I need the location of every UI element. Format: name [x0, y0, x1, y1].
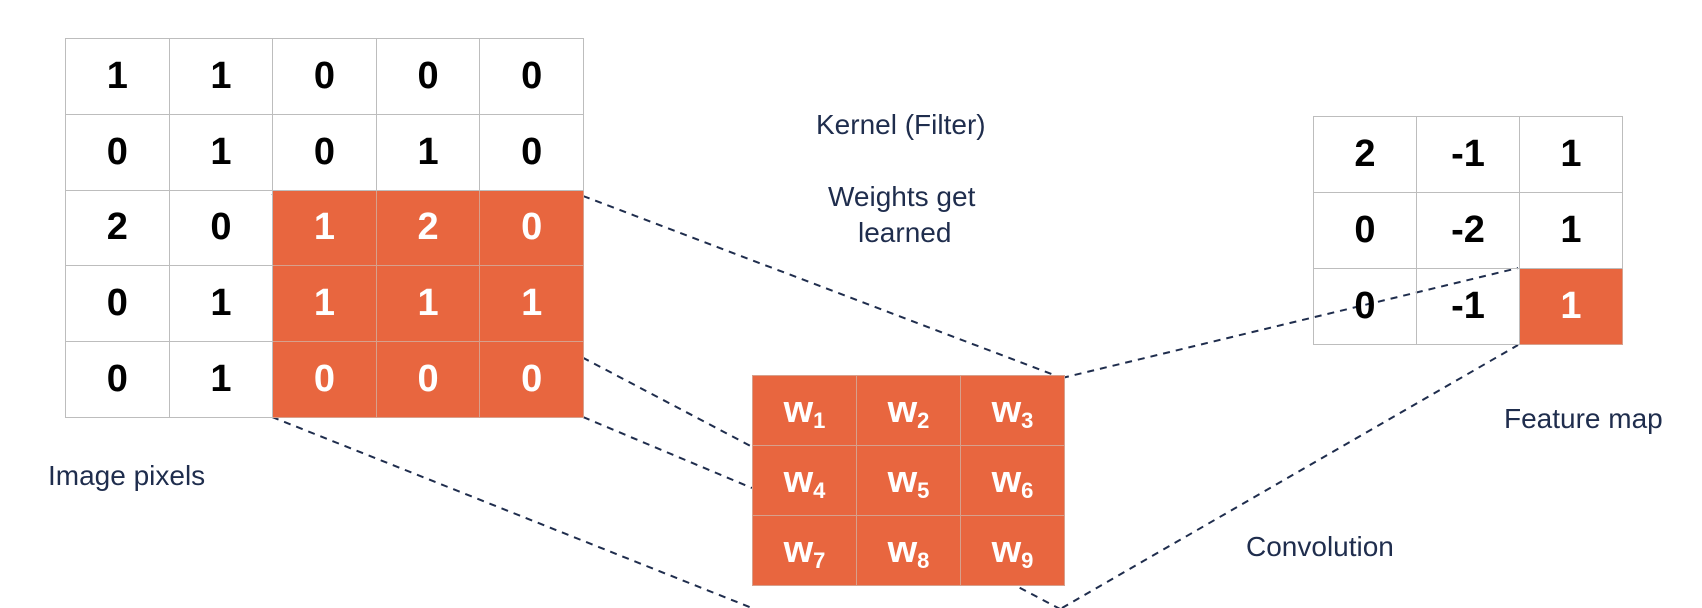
feature-map-label: Feature map — [1504, 403, 1663, 434]
feature-map-cell: 1 — [1519, 192, 1623, 269]
kernel-weight-cell: w2 — [856, 375, 961, 446]
image-pixel-cell: 0 — [65, 113, 170, 191]
kernel-title: Kernel (Filter) — [816, 109, 986, 140]
image-pixel-cell: 0 — [375, 341, 481, 418]
weight-symbol: w — [783, 529, 814, 571]
weight-index: 1 — [813, 408, 826, 433]
image-pixel-cell: 1 — [168, 38, 274, 115]
image-pixel-cell: 0 — [375, 38, 481, 115]
kernel-weight-cell: w3 — [960, 375, 1065, 446]
feature-map-cell: 1 — [1519, 268, 1623, 345]
image-pixel-cell: 0 — [479, 189, 584, 267]
image-pixel-cell: 2 — [65, 189, 170, 267]
image-pixel-cell: 1 — [272, 265, 377, 343]
weight-index: 5 — [917, 478, 930, 503]
image-pixel-cell: 2 — [375, 189, 481, 267]
feature-map-cell: 0 — [1313, 268, 1417, 345]
image-pixel-cell: 1 — [272, 189, 377, 267]
image-pixel-cell: 1 — [168, 265, 274, 343]
weight-symbol: w — [887, 459, 918, 501]
feature-map-cell: -2 — [1416, 192, 1520, 269]
projection-line-3 — [582, 416, 753, 489]
weight-index: 7 — [813, 548, 826, 573]
kernel-weight-cell: w1 — [752, 375, 857, 446]
image-pixel-cell: 0 — [168, 189, 274, 267]
image-pixel-cell: 1 — [168, 113, 274, 191]
feature-map-cell: 0 — [1313, 192, 1417, 269]
image-pixel-cell: 0 — [272, 341, 377, 418]
weight-index: 9 — [1021, 548, 1034, 573]
kernel-weight-cell: w8 — [856, 515, 961, 586]
weight-index: 3 — [1021, 408, 1034, 433]
image-pixel-cell: 1 — [375, 113, 481, 191]
image-pixel-cell: 1 — [65, 38, 170, 115]
weight-index: 4 — [813, 478, 826, 503]
weight-symbol: w — [991, 389, 1022, 431]
feature-map-cell: 2 — [1313, 116, 1417, 193]
weights-label-line2: learned — [858, 217, 952, 248]
weight-index: 8 — [917, 548, 930, 573]
weight-symbol: w — [991, 459, 1022, 501]
convolution-label: Convolution — [1246, 531, 1394, 562]
weight-symbol: w — [887, 529, 918, 571]
image-pixel-cell: 0 — [65, 341, 170, 418]
image-pixel-cell: 0 — [272, 38, 377, 115]
weight-index: 6 — [1021, 478, 1034, 503]
projection-line-2 — [582, 195, 1063, 379]
projection-line-4 — [271, 416, 753, 608]
weight-index: 2 — [917, 408, 930, 433]
kernel-weight-cell: w7 — [752, 515, 857, 586]
image-pixel-cell: 0 — [65, 265, 170, 343]
image-pixels-label: Image pixels — [48, 460, 206, 491]
feature-map-cell: -1 — [1416, 116, 1520, 193]
kernel-weight-cell: w9 — [960, 515, 1065, 586]
weights-label-line1: Weights get — [828, 181, 976, 212]
image-pixel-cell: 1 — [168, 341, 274, 418]
image-pixel-cell: 1 — [479, 265, 584, 343]
image-pixel-cell: 1 — [375, 265, 481, 343]
projection-line-6 — [1061, 344, 1519, 608]
weight-symbol: w — [783, 459, 814, 501]
image-pixel-cell: 0 — [479, 341, 584, 418]
kernel-weight-cell: w6 — [960, 445, 1065, 516]
weight-symbol: w — [991, 529, 1022, 571]
weight-symbol: w — [783, 389, 814, 431]
image-pixel-cell: 0 — [479, 113, 584, 191]
weight-symbol: w — [887, 389, 918, 431]
image-pixel-cell: 0 — [479, 38, 584, 115]
feature-map-cell: -1 — [1416, 268, 1520, 345]
feature-map-cell: 1 — [1519, 116, 1623, 193]
image-pixel-cell: 0 — [272, 113, 377, 191]
kernel-weight-cell: w5 — [856, 445, 961, 516]
kernel-weight-cell: w4 — [752, 445, 857, 516]
